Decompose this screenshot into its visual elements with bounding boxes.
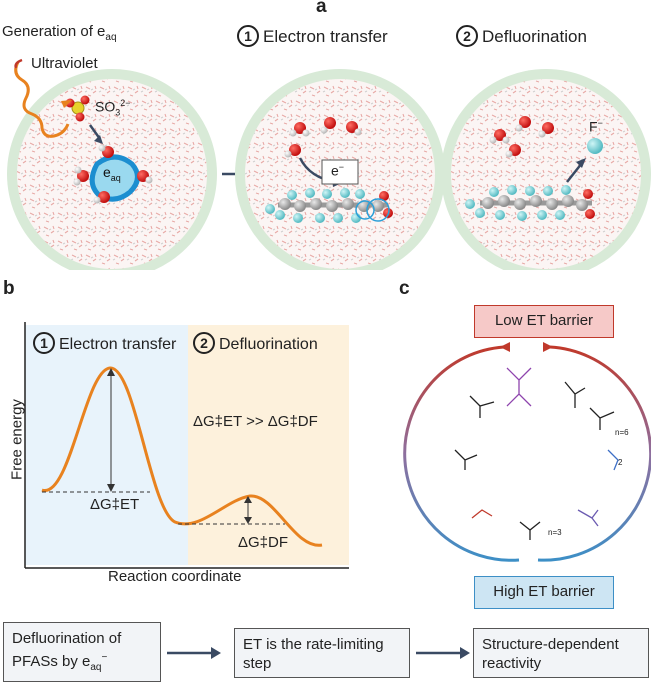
panel-b-letter: b: [3, 278, 15, 299]
flow-arrow-1: [167, 647, 221, 659]
barrier-comparison: ΔG‡ET >> ΔG‡DF: [193, 413, 318, 430]
n3-label: n=3: [548, 528, 562, 537]
flow-box-3: Structure-dependent reactivity: [473, 628, 649, 678]
dg-df-label: ΔG‡DF: [238, 534, 289, 551]
sphere-defluorination: [441, 69, 651, 270]
eaq-label: eaq: [103, 164, 121, 183]
barrier-ring: [403, 342, 651, 562]
sulfite-label: SO32−: [95, 98, 131, 118]
dg-et-label: ΔG‡ET: [90, 496, 140, 513]
panel-c-letter: c: [399, 278, 410, 299]
flow-arrow-2: [416, 647, 470, 659]
low-barrier-box: Low ET barrier: [474, 305, 614, 338]
n6-label: n=6: [615, 428, 629, 437]
y-axis-label: Free energy: [8, 399, 26, 480]
sub2-label: 2: [618, 458, 623, 467]
sphere-generation: [7, 69, 217, 270]
b-step1-number-icon: 1: [33, 332, 55, 354]
fluoride-label: F−: [589, 118, 603, 135]
panel-a-illustration: [7, 58, 651, 270]
high-barrier-box: High ET barrier: [474, 576, 614, 609]
ultraviolet-label: Ultraviolet: [31, 55, 98, 72]
step2-number-icon: 2: [456, 25, 478, 47]
generation-title: Generation of eaq: [2, 23, 117, 43]
step1-number-icon: 1: [237, 25, 259, 47]
electron-label: e−: [331, 162, 345, 179]
flow-box-1: Defluorination of PFASs by eaq−: [3, 622, 161, 682]
x-axis-label: Reaction coordinate: [108, 568, 242, 585]
panel-a-letter: a: [316, 0, 327, 17]
energy-diagram: [24, 322, 349, 569]
b-step2-number-icon: 2: [193, 332, 215, 354]
flow-box-2: ET is the rate-limiting step: [234, 628, 410, 678]
